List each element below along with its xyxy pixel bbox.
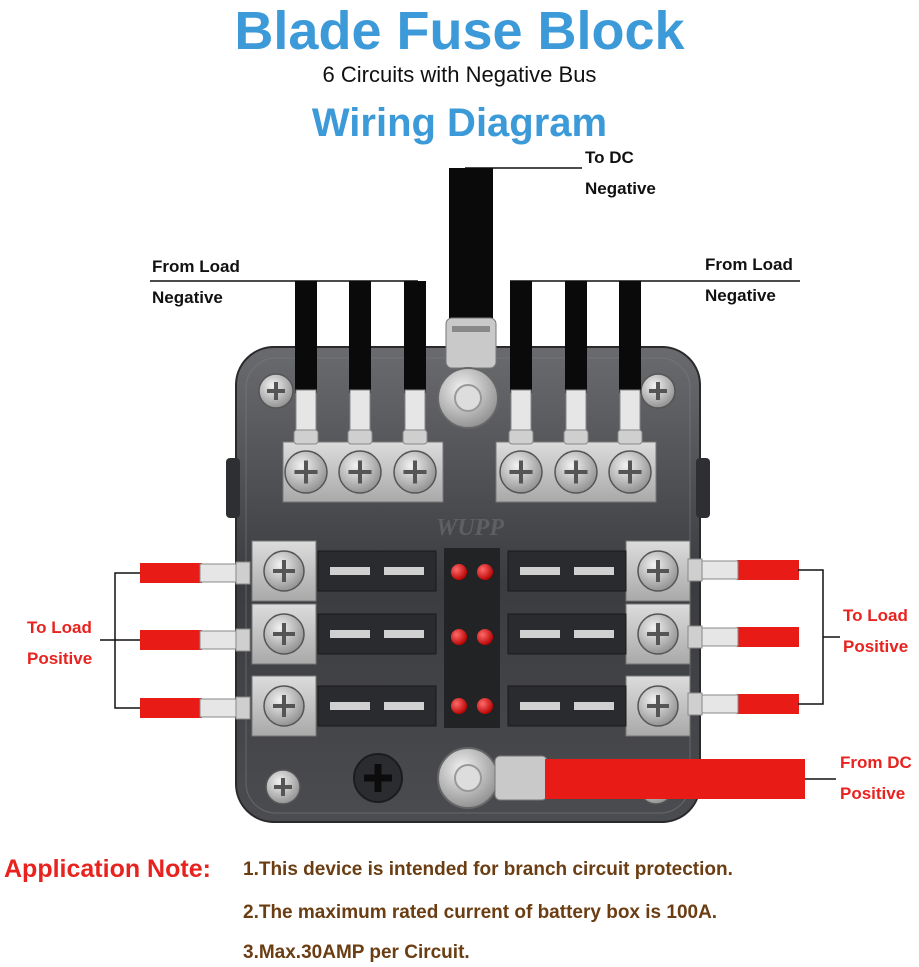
screw-icon	[637, 685, 679, 727]
red-wire	[687, 558, 799, 582]
application-note-heading: Application Note:	[4, 855, 211, 883]
application-note-item: 1.This device is intended for branch cir…	[243, 859, 733, 880]
led-indicator	[477, 629, 493, 645]
application-note-item: 2.The maximum rated current of battery b…	[243, 902, 718, 923]
screw-icon	[393, 450, 437, 494]
led-indicator	[477, 564, 493, 580]
screw-icon	[263, 685, 305, 727]
screw-icon	[265, 769, 301, 805]
indicator-leds	[451, 564, 493, 714]
fuse-slots	[251, 540, 691, 737]
load-positive-wires	[140, 558, 799, 720]
led-indicator	[477, 698, 493, 714]
brand-logo: WUPP	[436, 515, 504, 541]
black-wire	[608, 281, 652, 494]
mount-screw-icon	[353, 753, 403, 803]
led-indicator	[451, 629, 467, 645]
page-title: Blade Fuse Block	[234, 1, 685, 61]
screw-icon	[637, 550, 679, 592]
screw-icon	[637, 613, 679, 655]
load-negative-wires	[284, 281, 652, 494]
red-wire	[140, 561, 251, 585]
black-wire	[393, 281, 437, 494]
led-indicator	[451, 698, 467, 714]
screw-icon	[263, 613, 305, 655]
diagram-title: Wiring Diagram	[311, 101, 608, 145]
red-wire	[140, 628, 251, 652]
screw-icon	[608, 450, 652, 494]
black-wire	[554, 281, 598, 494]
red-wire	[687, 625, 799, 649]
dc-positive-input-wire	[437, 747, 836, 809]
screw-icon	[499, 450, 543, 494]
black-wire	[284, 281, 328, 494]
dc-negative-main-wire	[437, 168, 499, 429]
screw-icon	[258, 373, 294, 409]
application-note-item: 3.Max.30AMP per Circuit.	[243, 942, 470, 963]
red-wire	[687, 692, 799, 716]
leader-lines-positive	[100, 569, 840, 709]
screw-icon	[640, 373, 676, 409]
page-subtitle: 6 Circuits with Negative Bus	[322, 62, 597, 87]
led-indicator	[451, 564, 467, 580]
screw-icon	[338, 450, 382, 494]
black-wire	[499, 281, 543, 494]
screw-icon	[263, 550, 305, 592]
black-wire	[338, 281, 382, 494]
screw-icon	[554, 450, 598, 494]
red-wire	[140, 696, 251, 720]
screw-icon	[284, 450, 328, 494]
